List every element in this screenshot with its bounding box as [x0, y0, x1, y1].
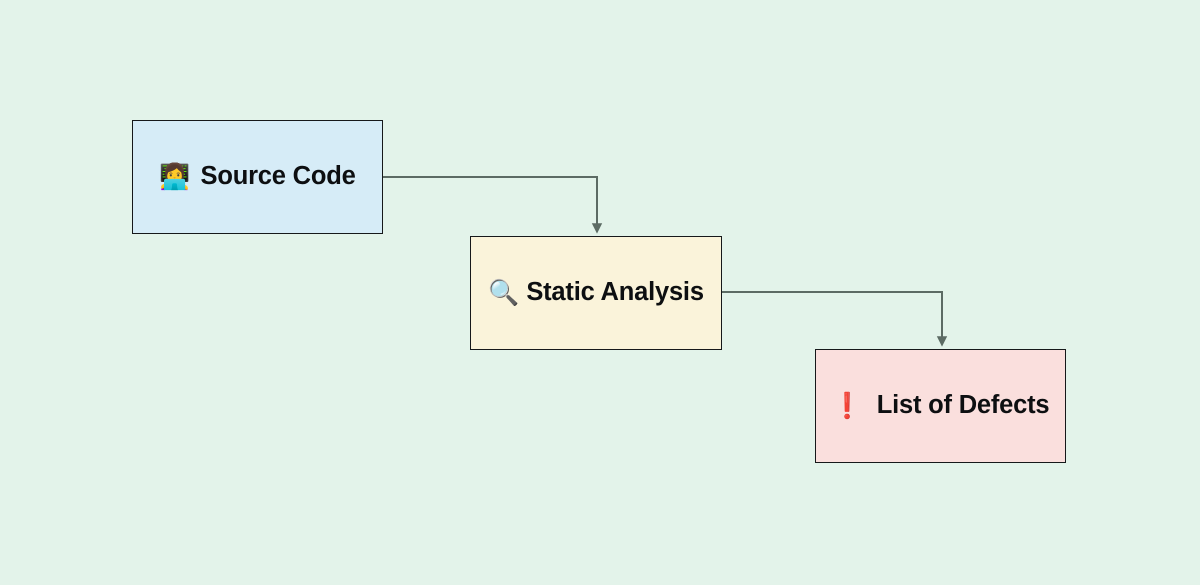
node-static-analysis-label: Static Analysis	[526, 278, 704, 307]
node-list-of-defects[interactable]: ❗ List of Defects	[815, 349, 1066, 463]
edge-analysis-to-defects	[722, 291, 948, 347]
node-list-of-defects-label: List of Defects	[876, 391, 1050, 420]
technologist-emoji: 👩‍💻	[159, 162, 191, 191]
edge-source-to-analysis	[383, 176, 603, 234]
node-static-analysis[interactable]: 🔍 Static Analysis	[470, 236, 722, 350]
magnifying-glass-icon: 🔍	[488, 278, 520, 307]
node-source-code-label: Source Code	[200, 162, 356, 191]
node-static-analysis-content: 🔍 Static Analysis	[488, 280, 704, 306]
node-source-code-content: 👩‍💻 Source Code	[159, 164, 355, 190]
node-list-of-defects-content: ❗ List of Defects	[832, 393, 1050, 419]
exclamation-mark-icon: ❗	[831, 391, 863, 420]
node-source-code[interactable]: 👩‍💻 Source Code	[132, 120, 383, 234]
